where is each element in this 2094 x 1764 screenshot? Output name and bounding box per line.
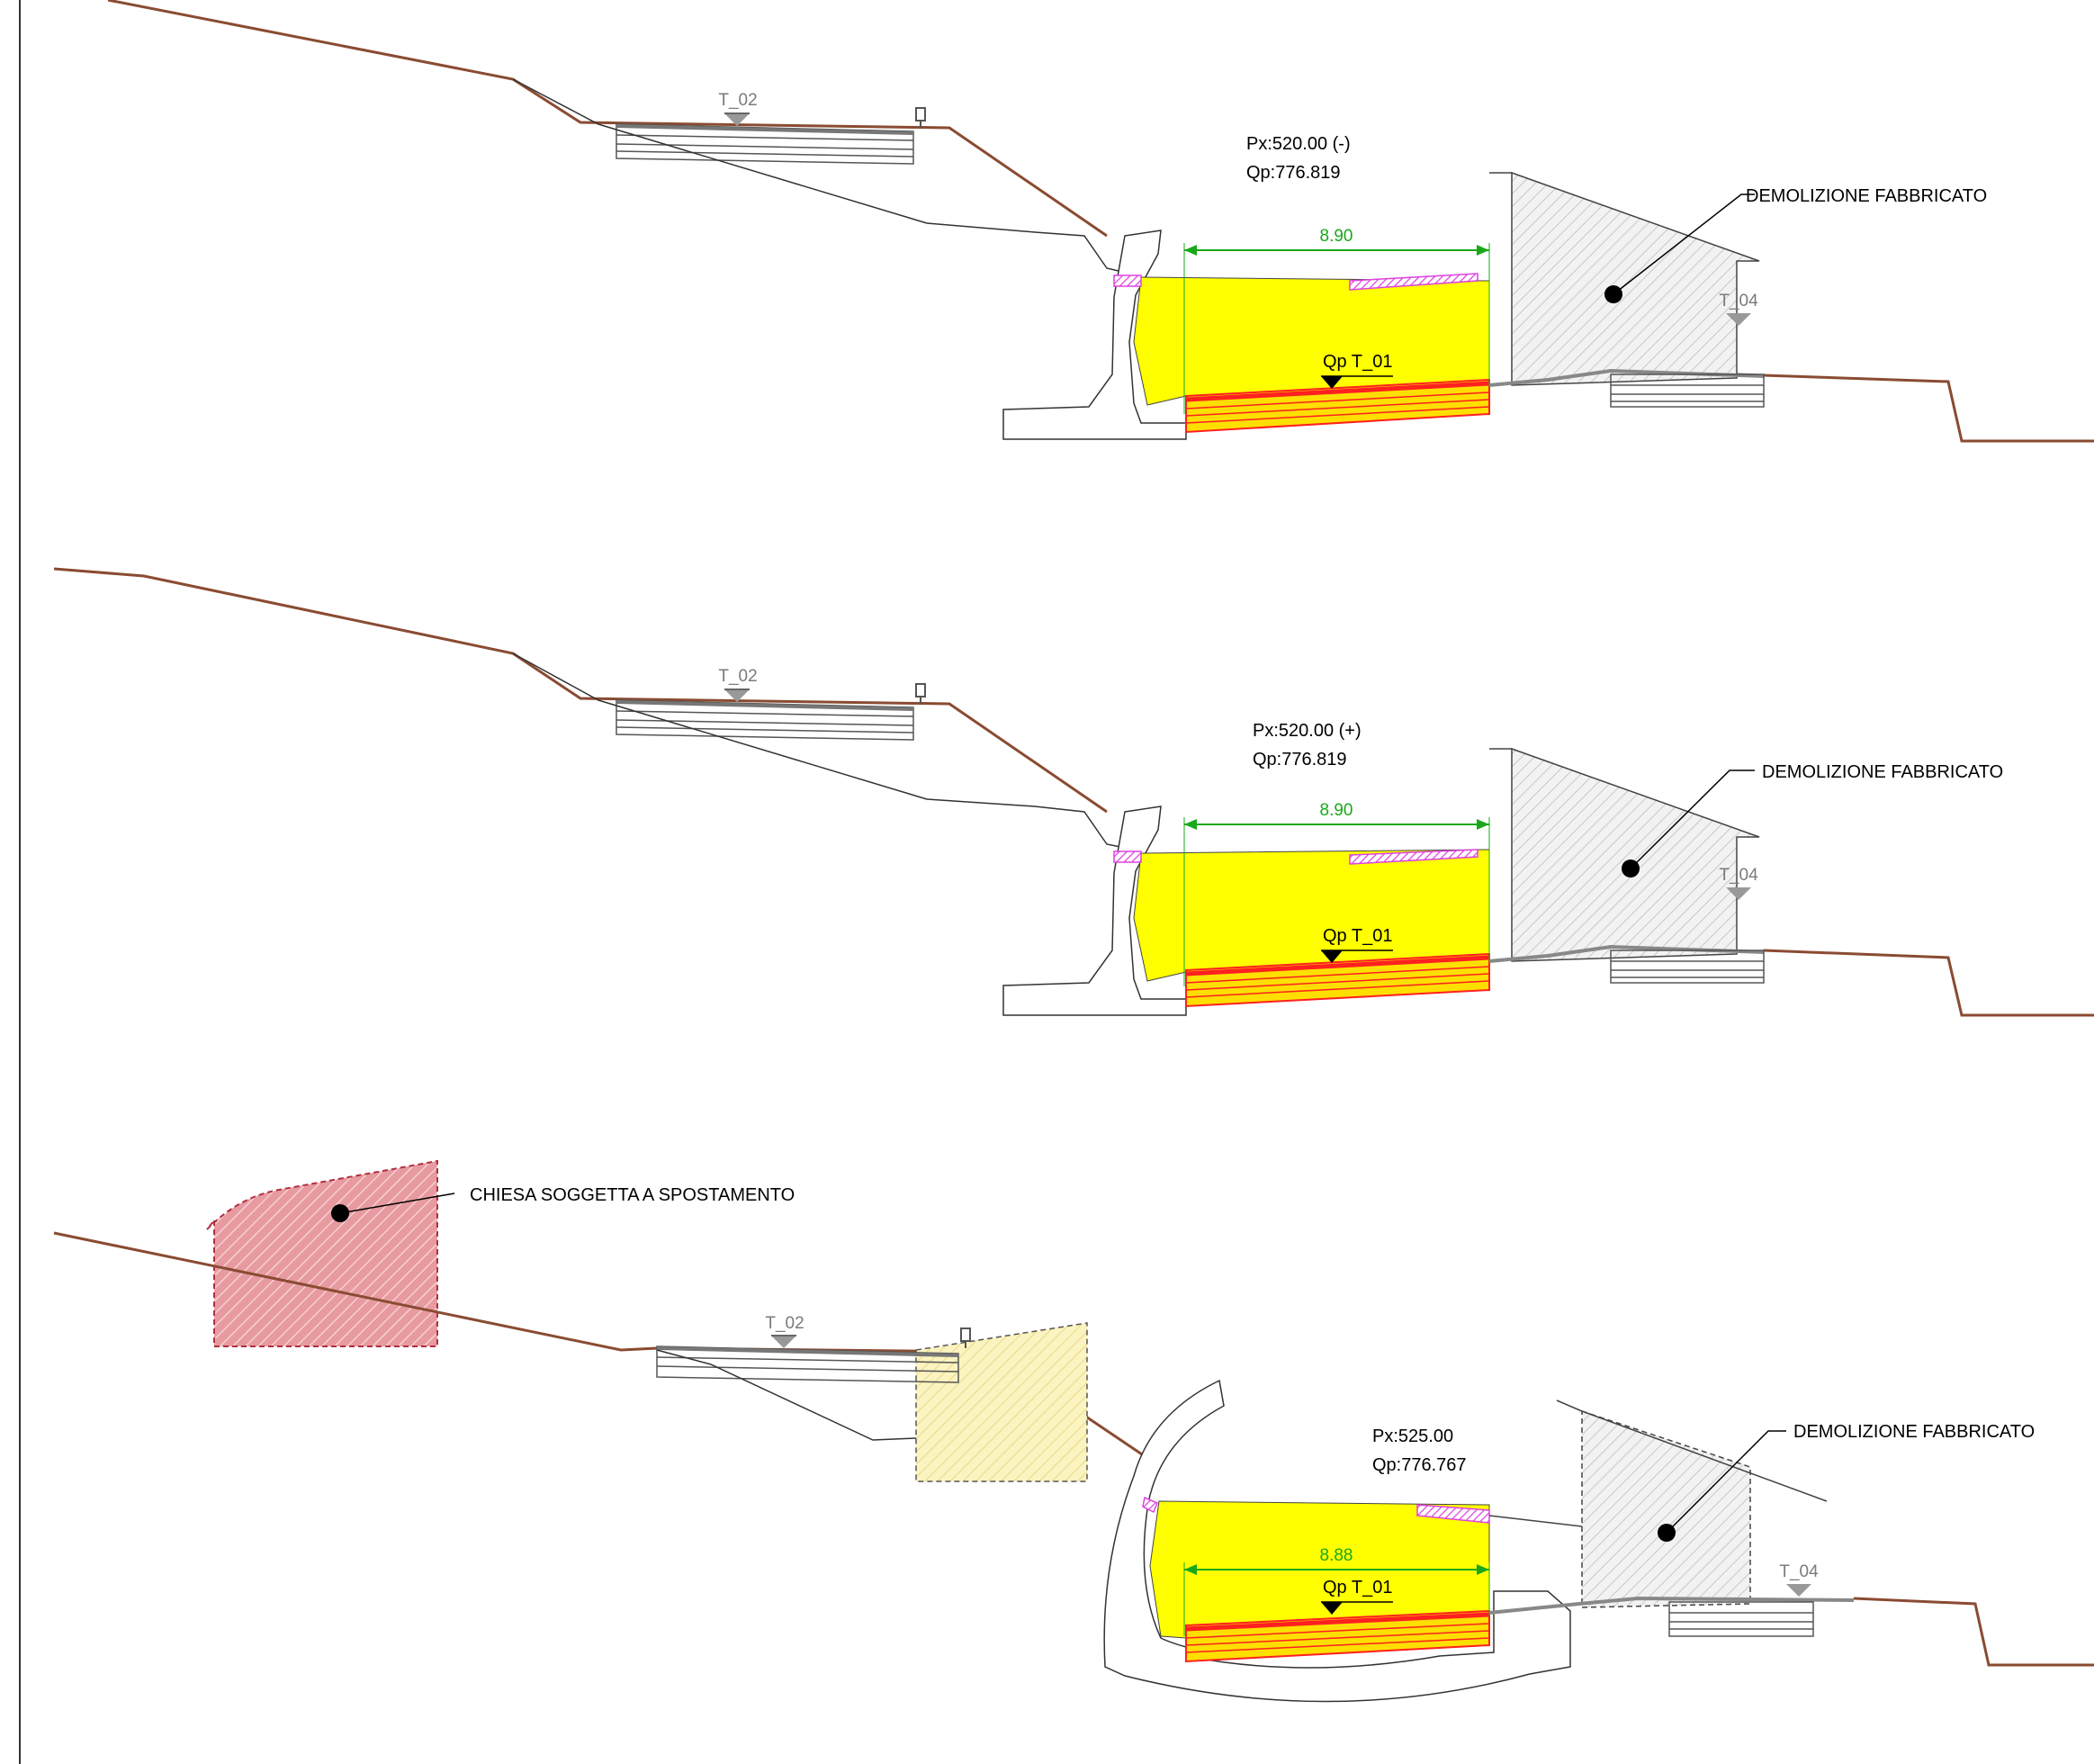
t04-label: T_04 xyxy=(1779,1562,1819,1581)
building-callout-label: DEMOLIZIONE FABBRICATO xyxy=(1762,762,2003,782)
elevation-label: Qp:776.767 xyxy=(1372,1455,1467,1475)
section-2: 8.90 Qp T_01 T_02 DEMOLIZIONE FABBRICATO… xyxy=(53,567,2094,1017)
terrain-line-right xyxy=(1853,1597,2094,1667)
t02-marker xyxy=(771,1336,796,1348)
road-level-marker xyxy=(1321,376,1343,389)
original-ground-line xyxy=(512,652,1135,850)
building-callout-leader xyxy=(1630,770,1755,869)
width-dimension xyxy=(1183,817,1490,986)
original-ground-line xyxy=(512,78,1135,275)
t02-label: T_02 xyxy=(718,667,757,686)
demolished-building xyxy=(1581,1409,1751,1608)
road-level-marker xyxy=(1321,950,1343,963)
tunnel-arch xyxy=(1103,1379,1571,1703)
t04-marker xyxy=(1786,1584,1811,1597)
demolished-building xyxy=(1511,171,1760,386)
church-callout-leader xyxy=(339,1192,455,1214)
existing-road-right xyxy=(1488,368,1765,408)
overlay-hatch-right xyxy=(1416,1504,1490,1524)
terrain-line xyxy=(107,0,1108,238)
overlay-hatch-left xyxy=(1113,274,1142,287)
existing-road-left xyxy=(616,123,914,165)
chainage-label: Px:525.00 xyxy=(1372,1426,1453,1446)
building-callout-label: DEMOLIZIONE FABBRICATO xyxy=(1793,1422,2035,1442)
existing-road-right xyxy=(1488,944,1765,984)
elevation-label: Qp:776.819 xyxy=(1246,163,1341,183)
pavement-layers xyxy=(1185,952,1490,1008)
road-level-label: Qp T_01 xyxy=(1323,1578,1392,1598)
guardrail-post xyxy=(915,107,926,128)
demolished-building xyxy=(1511,747,1760,962)
church-to-relocate xyxy=(206,1159,438,1347)
t02-marker xyxy=(724,689,750,702)
building-callout-leader xyxy=(1613,194,1755,295)
road-level-label: Qp T_01 xyxy=(1323,926,1392,946)
building-callout-leader xyxy=(1666,1430,1786,1534)
existing-road-left xyxy=(656,1346,959,1383)
pavement-layers xyxy=(1185,1609,1490,1663)
chainage-label: Px:520.00 (+) xyxy=(1253,721,1362,741)
yellow-hatched-area xyxy=(915,1322,1088,1482)
guardrail-post xyxy=(915,683,926,704)
width-dimension-label: 8.90 xyxy=(1320,801,1353,820)
guardrail-post xyxy=(960,1328,971,1348)
road-level-marker xyxy=(1321,1602,1343,1615)
chainage-label: Px:520.00 (-) xyxy=(1246,134,1351,154)
original-ground-line xyxy=(656,1349,917,1441)
t04-marker xyxy=(1726,313,1751,326)
width-dimension xyxy=(1183,243,1490,414)
building-callout-label: DEMOLIZIONE FABBRICATO xyxy=(1746,186,1987,206)
existing-road-left xyxy=(616,699,914,741)
elevation-label: Qp:776.819 xyxy=(1253,750,1347,770)
pavement-layers xyxy=(1185,378,1490,434)
width-dimension-label: 8.88 xyxy=(1320,1546,1353,1565)
church-callout-label: CHIESA SOGGETTA A SPOSTAMENTO xyxy=(470,1185,795,1205)
t04-label: T_04 xyxy=(1719,292,1758,310)
section-3: CHIESA SOGGETTA A SPOSTAMENTO xyxy=(53,1159,2094,1703)
overlay-hatch-left xyxy=(1142,1496,1158,1514)
t02-label: T_02 xyxy=(718,91,757,110)
terrain-line-right xyxy=(1763,949,2094,1017)
terrain-line-right xyxy=(1736,373,2094,443)
width-dimension xyxy=(1183,1562,1490,1636)
overlay-hatch-right xyxy=(1349,273,1478,291)
terrain-line xyxy=(53,567,1108,814)
t02-label: T_02 xyxy=(765,1314,804,1333)
t04-marker xyxy=(1726,887,1751,900)
overlay-hatch-right xyxy=(1349,849,1478,865)
existing-road-right xyxy=(1488,1596,1855,1637)
width-dimension-label: 8.90 xyxy=(1320,227,1353,246)
t04-label: T_04 xyxy=(1719,866,1758,885)
t02-marker xyxy=(724,113,750,126)
section-1: 8.90 Qp T_01 T_02 DEMOLIZIONE FABBRICATO… xyxy=(107,0,2094,443)
overlay-hatch-left xyxy=(1113,850,1142,863)
road-level-label: Qp T_01 xyxy=(1323,352,1392,372)
